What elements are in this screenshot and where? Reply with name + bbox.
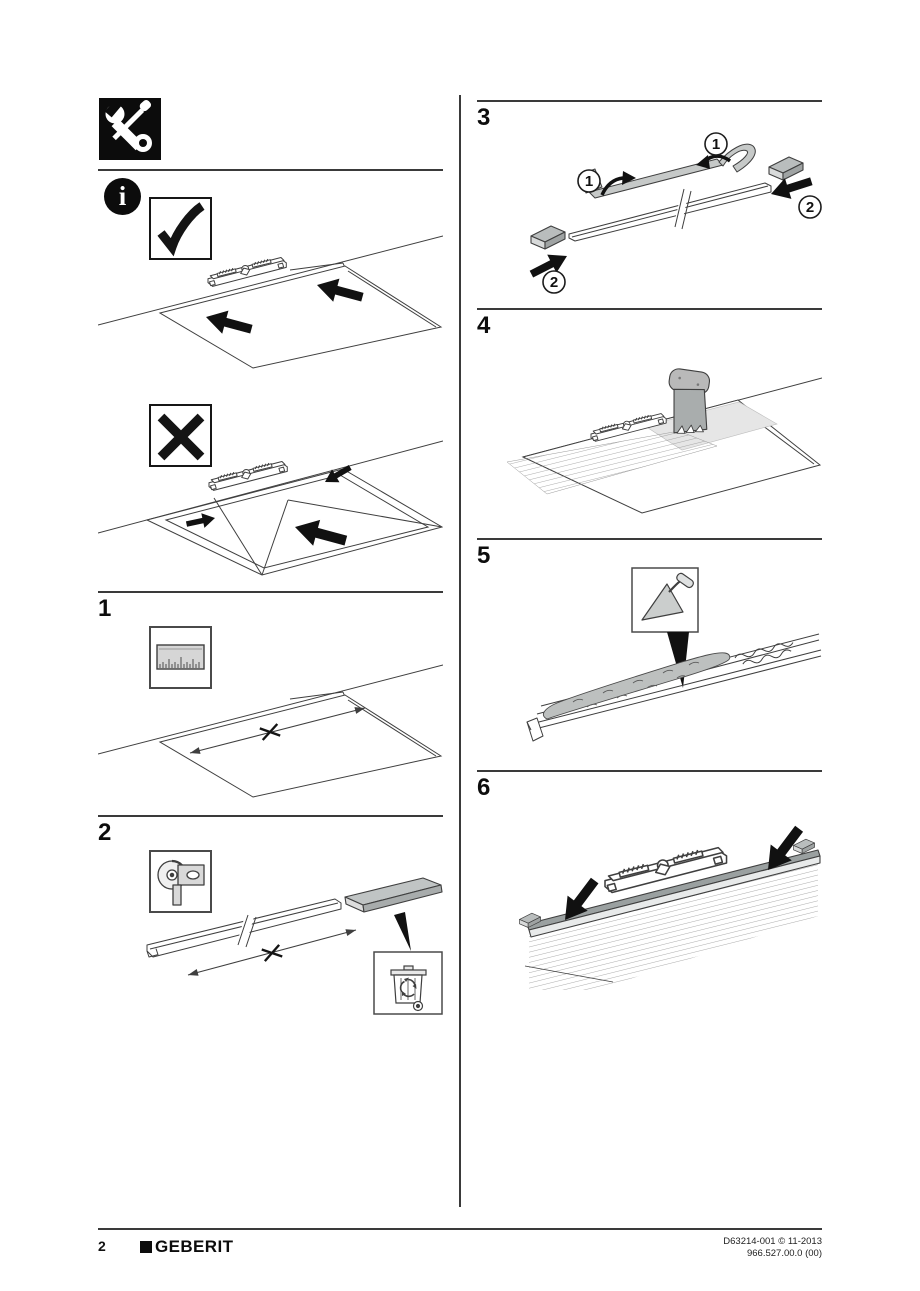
mortar-waves: [734, 642, 794, 665]
step1-number: 1: [98, 595, 112, 622]
brand-logo-text: GEBERIT: [155, 1237, 234, 1256]
cross-icon: [157, 413, 205, 461]
grinder-box: [149, 850, 212, 913]
brand-logo-square: [140, 1241, 152, 1253]
step4-number: 4: [477, 312, 491, 339]
header-divider: [98, 169, 443, 171]
step6-divider: [477, 770, 822, 772]
step5-divider: [477, 538, 822, 540]
wrench-screwdriver-icon: [104, 99, 152, 152]
trowel-box: [631, 567, 699, 633]
notched-trowel-icon: [668, 368, 711, 434]
svg-text:1: 1: [712, 136, 720, 153]
diagram-incorrect-slope: [98, 440, 443, 576]
footer-rule: [98, 1228, 822, 1230]
callout-1-left: 1: [577, 169, 601, 193]
svg-text:1: 1: [585, 173, 593, 190]
angle-grinder-icon: [157, 859, 205, 906]
diagram-film-endcaps: 1 1 2 2: [526, 132, 822, 294]
step3-number: 3: [477, 104, 491, 131]
info-icon: i: [104, 178, 141, 215]
diagram-cut-profile: [146, 877, 443, 1015]
column-divider: [459, 95, 461, 1207]
correct-box: [149, 197, 212, 260]
svg-text:2: 2: [806, 199, 814, 216]
recycling-waste-bin-icon: [390, 965, 427, 1012]
callout-1-right: 1: [704, 132, 728, 156]
ruler-box: [149, 626, 212, 689]
step2-divider: [98, 815, 443, 817]
page-number: 2: [98, 1238, 106, 1254]
callout-2-left: 2: [542, 270, 566, 294]
step3-divider: [477, 100, 822, 102]
cutoff-piece: [344, 877, 443, 913]
svg-text:2: 2: [550, 274, 558, 291]
incorrect-box: [149, 404, 212, 467]
waste-bin-box: [373, 951, 443, 1015]
adhesive-bed: [529, 858, 818, 990]
trowel-icon: [641, 572, 694, 621]
step2-number: 2: [98, 819, 112, 846]
diagram-measure-floor: [98, 664, 443, 798]
ruler-icon: [156, 644, 205, 670]
diagram-place-profile: [519, 820, 821, 990]
step6-number: 6: [477, 774, 491, 801]
step1-divider: [98, 591, 443, 593]
diagram-mortar: [526, 567, 822, 742]
brand-logo: GEBERIT: [140, 1237, 233, 1257]
diagram-adhesive: [506, 368, 822, 514]
diagram-correct-slope: [98, 235, 443, 369]
collector-profile: [526, 849, 821, 938]
document-reference: D63214-001 © 11-2013 966.527.00.0 (00): [600, 1236, 822, 1259]
callout-2-right: 2: [798, 195, 822, 219]
doc-ref-line2: 966.527.00.0 (00): [746, 1247, 822, 1259]
tools-icon: [99, 98, 161, 160]
step5-number: 5: [477, 542, 491, 569]
info-glyph: i: [118, 181, 127, 211]
step4-divider: [477, 308, 822, 310]
doc-ref-line1: D63214-001 © 11-2013: [723, 1236, 822, 1247]
combed-adhesive: [506, 430, 718, 495]
checkmark-icon: [157, 202, 205, 257]
disposal-pointer: [394, 912, 411, 951]
measure-x-mark: [261, 944, 283, 962]
measure-x-mark: [259, 723, 281, 741]
